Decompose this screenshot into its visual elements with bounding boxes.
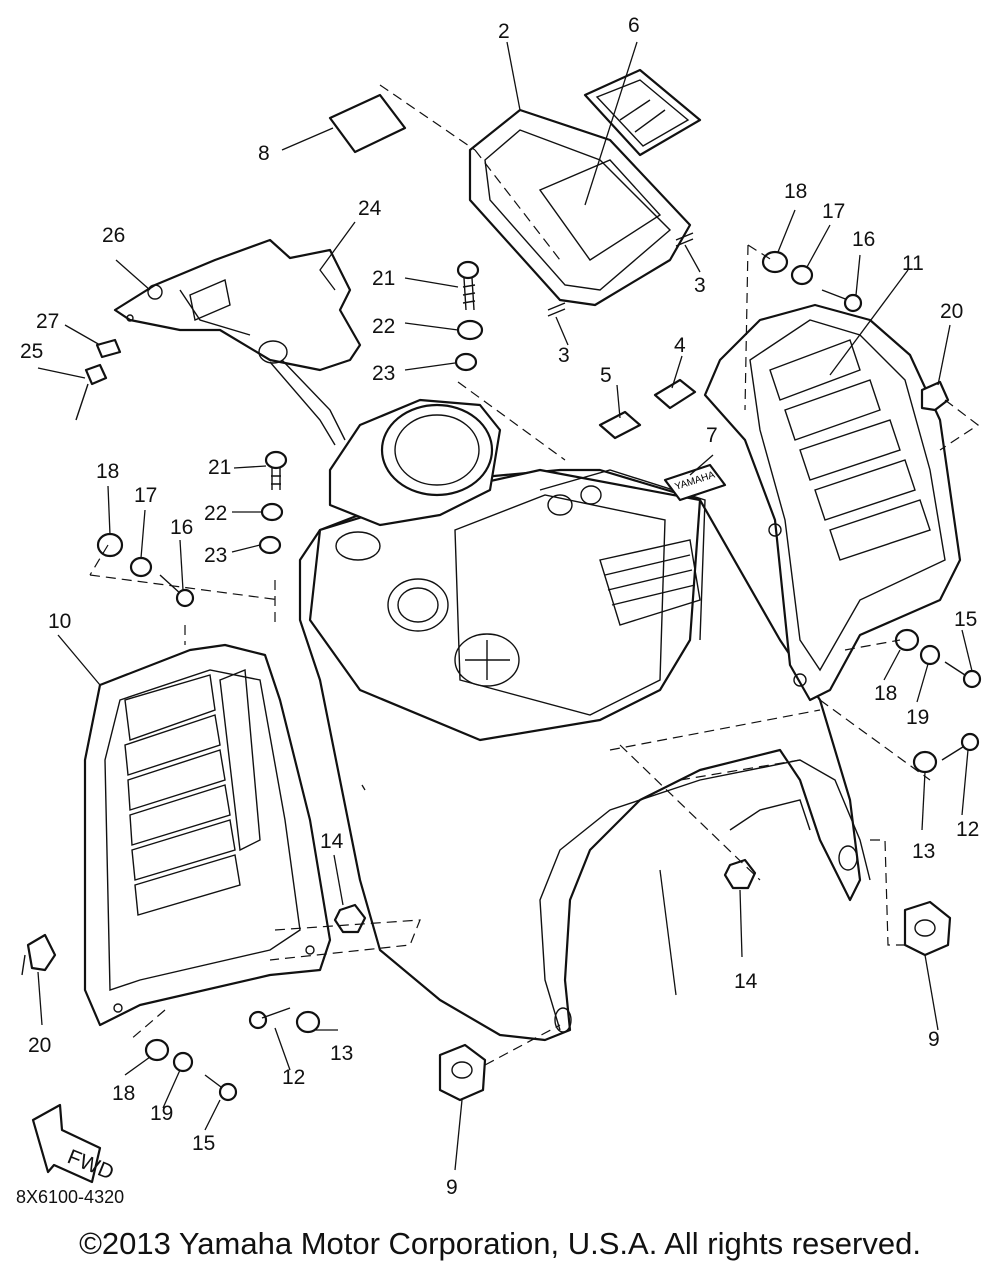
yamaha-emblem — [583, 68, 702, 157]
left-side-cover — [83, 643, 332, 1027]
callout-23: 23 — [372, 362, 395, 385]
callout-18: 18 — [784, 180, 807, 203]
callout-25: 25 — [20, 340, 43, 363]
callout-20: 20 — [28, 1034, 51, 1057]
leader-lines — [37, 41, 980, 1171]
callout-4: 4 — [674, 334, 686, 357]
callout-3: 3 — [694, 274, 706, 297]
callout-15: 15 — [192, 1132, 215, 1155]
callout-5: 5 — [600, 364, 612, 387]
callout-24: 24 — [358, 197, 382, 220]
right-side-cover — [703, 303, 962, 702]
handlebar-cover — [468, 108, 692, 307]
callout-9: 9 — [928, 1028, 940, 1051]
callout-26: 26 — [102, 224, 125, 247]
callout-20: 20 — [940, 300, 963, 323]
callout-16: 16 — [852, 228, 875, 251]
hardware — [21, 232, 982, 1102]
callout-18: 18 — [112, 1082, 135, 1105]
callout-13: 13 — [912, 840, 935, 863]
callout-17: 17 — [134, 484, 157, 507]
callout-16: 16 — [170, 516, 193, 539]
callout-21: 21 — [208, 456, 231, 479]
callout-23: 23 — [204, 544, 227, 567]
callout-22: 22 — [204, 502, 227, 525]
dashboard-console — [308, 398, 706, 742]
callout-12: 12 — [956, 818, 979, 841]
callout-19: 19 — [150, 1102, 173, 1125]
callout-13: 13 — [330, 1042, 353, 1065]
callout-3: 3 — [558, 344, 570, 367]
callout-6: 6 — [628, 14, 640, 37]
callout-27: 27 — [36, 310, 59, 333]
callout-18: 18 — [96, 460, 119, 483]
pad — [328, 93, 407, 154]
callout-17: 17 — [822, 200, 845, 223]
callout-18: 18 — [874, 682, 897, 705]
callout-8: 8 — [258, 142, 270, 165]
callout-14: 14 — [734, 970, 758, 993]
callout-9: 9 — [446, 1176, 458, 1199]
diagram-code: 8X6100-4320 — [16, 1187, 125, 1207]
callout-10: 10 — [48, 610, 71, 633]
callout-12: 12 — [282, 1066, 305, 1089]
callout-19: 19 — [906, 706, 929, 729]
copyright-notice: ©2013 Yamaha Motor Corporation, U.S.A. A… — [79, 1226, 921, 1261]
callout-21: 21 — [372, 267, 395, 290]
callout-11: 11 — [902, 252, 924, 275]
callout-2: 2 — [498, 20, 510, 43]
callout-15: 15 — [954, 608, 977, 631]
callout-14: 14 — [320, 830, 344, 853]
fwd-arrow-icon: FWD — [31, 1103, 117, 1185]
cable — [258, 340, 346, 446]
callout-7: 7 — [706, 424, 718, 447]
callout-22: 22 — [372, 315, 395, 338]
bracket-plate — [113, 238, 362, 372]
